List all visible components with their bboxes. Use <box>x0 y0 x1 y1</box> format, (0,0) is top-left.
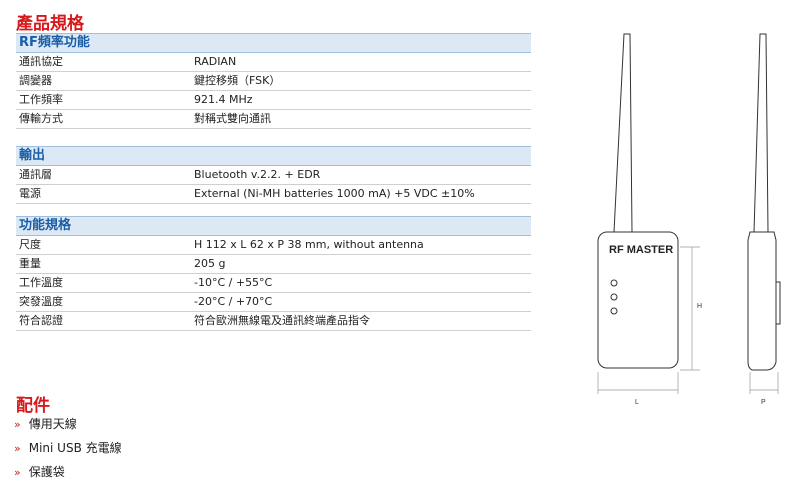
list-item: » 傳用天線 <box>14 416 122 440</box>
row-value: 921.4 MHz <box>194 93 253 106</box>
row-value: External (Ni-MH batteries 1000 mA) +5 VD… <box>194 187 475 200</box>
led-indicator-1 <box>610 279 618 287</box>
row-label: 尺度 <box>19 238 41 251</box>
accessories-list: » 傳用天線 » Mini USB 充電線 » 保護袋 <box>14 416 122 488</box>
table-row: 符合認證 符合歐洲無線電及通訊終端產品指令 <box>16 312 531 331</box>
dimension-h-label: H <box>697 303 702 310</box>
row-label: 工作頻率 <box>19 93 63 106</box>
table-row: 突發溫度 -20°C / +70°C <box>16 293 531 312</box>
device-body-side <box>747 231 777 371</box>
row-label: 工作溫度 <box>19 276 63 289</box>
table-row: 工作頻率 921.4 MHz <box>16 91 531 110</box>
table-row: 電源 External (Ni-MH batteries 1000 mA) +5 … <box>16 185 531 204</box>
led-indicator-3 <box>610 307 618 315</box>
row-label: 調變器 <box>19 74 52 87</box>
row-value: 鍵控移頻（FSK） <box>194 74 281 87</box>
section-heading: RF頻率功能 <box>16 33 531 53</box>
table-row: 通訊層 Bluetooth v.2.2. + EDR <box>16 166 531 185</box>
row-label: 重量 <box>19 257 41 270</box>
table-row: 調變器 鍵控移頻（FSK） <box>16 72 531 91</box>
row-value: -20°C / +70°C <box>194 295 273 308</box>
row-label: 突發溫度 <box>19 295 63 308</box>
table-row: 重量 205 g <box>16 255 531 274</box>
table-row: 通訊協定 RADIAN <box>16 53 531 72</box>
device-body-front <box>597 231 679 369</box>
led-indicator-2 <box>610 293 618 301</box>
dimension-p-label: P <box>761 399 766 406</box>
chevron-bullet-icon: » <box>14 418 21 431</box>
list-item: » 保護袋 <box>14 464 122 488</box>
row-label: 電源 <box>19 187 41 200</box>
page-title: 產品規格 <box>16 14 84 34</box>
row-label: 傳輸方式 <box>19 112 63 125</box>
chevron-bullet-icon: » <box>14 442 21 455</box>
usb-port <box>775 281 781 325</box>
section-heading: 輸出 <box>16 146 531 166</box>
row-label: 通訊層 <box>19 168 52 181</box>
table-row: 傳輸方式 對稱式雙向通訊 <box>16 110 531 129</box>
chevron-bullet-icon: » <box>14 466 21 479</box>
row-label: 符合認證 <box>19 314 63 327</box>
list-item: » Mini USB 充電線 <box>14 440 122 464</box>
row-label: 通訊協定 <box>19 55 63 68</box>
spec-section-rf: RF頻率功能 通訊協定 RADIAN 調變器 鍵控移頻（FSK） 工作頻率 921.4… <box>16 33 531 129</box>
antenna-front <box>613 33 633 233</box>
antenna-side <box>753 33 769 233</box>
spec-section-function: 功能規格 尺度 H 112 x L 62 x P 38 mm, without a… <box>16 216 531 331</box>
spec-section-output: 輸出 通訊層 Bluetooth v.2.2. + EDR 電源 External … <box>16 146 531 204</box>
section-heading: 功能規格 <box>16 216 531 236</box>
accessory-label: 保護袋 <box>28 465 65 479</box>
row-value: 205 g <box>194 257 226 270</box>
accessory-label: Mini USB 充電線 <box>28 441 122 455</box>
accessories-title: 配件 <box>16 396 50 416</box>
table-row: 工作溫度 -10°C / +55°C <box>16 274 531 293</box>
row-value: Bluetooth v.2.2. + EDR <box>194 168 321 181</box>
device-label: RF MASTER <box>609 244 673 256</box>
row-value: 符合歐洲無線電及通訊終端產品指令 <box>194 314 370 327</box>
row-value: H 112 x L 62 x P 38 mm, without antenna <box>194 238 424 251</box>
row-value: 對稱式雙向通訊 <box>194 112 271 125</box>
row-value: RADIAN <box>194 55 237 68</box>
row-value: -10°C / +55°C <box>194 276 273 289</box>
accessory-label: 傳用天線 <box>28 417 77 431</box>
dimension-l-label: L <box>635 399 639 406</box>
table-row: 尺度 H 112 x L 62 x P 38 mm, without antenn… <box>16 236 531 255</box>
